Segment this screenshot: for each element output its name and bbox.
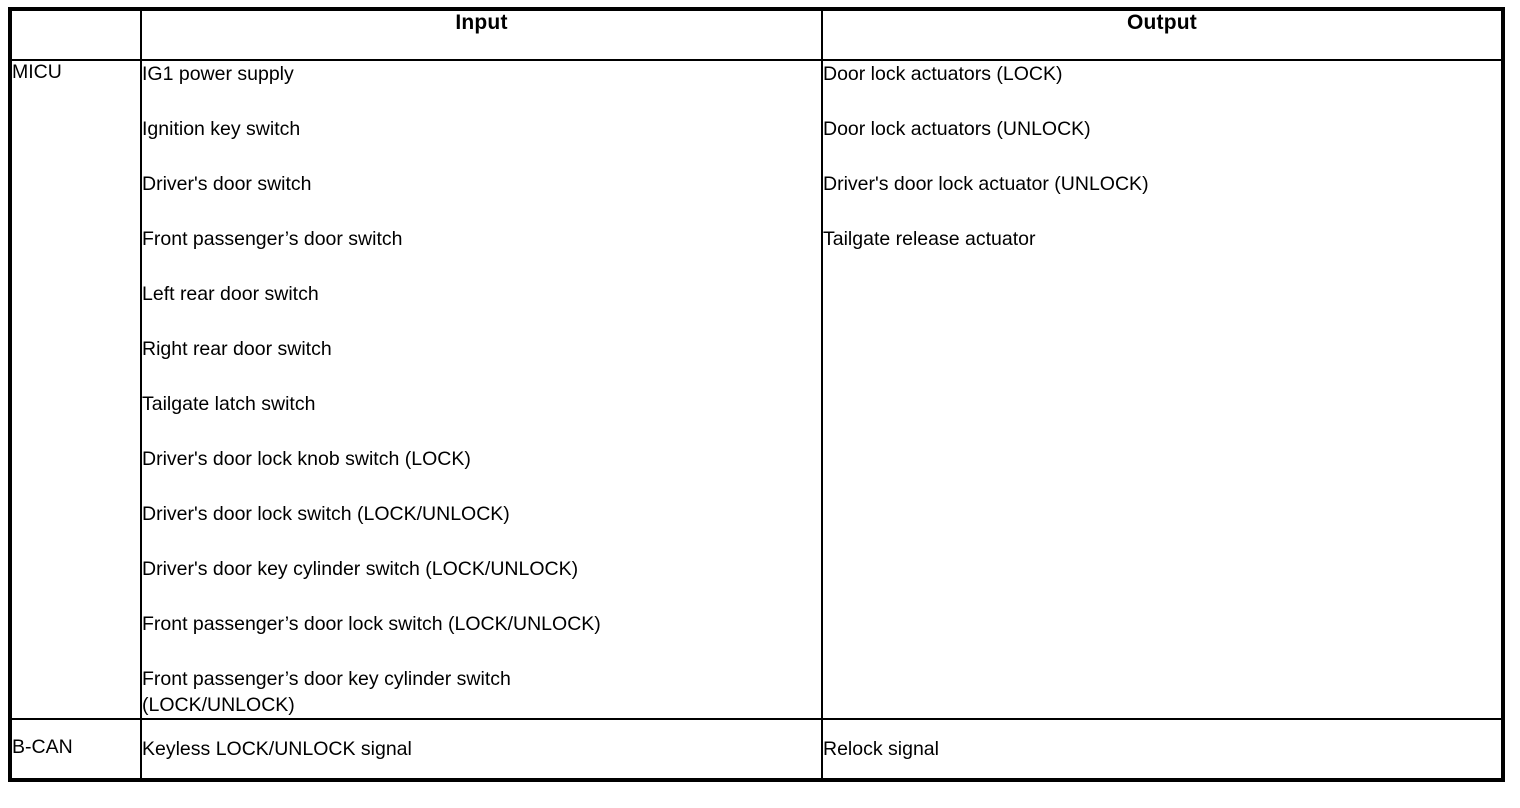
table-row: MICU IG1 power supply Ignition key switc… <box>10 59 1503 720</box>
list-item: Tailgate release actuator <box>823 228 1036 250</box>
table-row: B-CAN Keyless LOCK/UNLOCK signal Relock … <box>10 718 1503 780</box>
list-item: Door lock actuators (LOCK) <box>823 63 1063 85</box>
header-output: Output <box>821 9 1503 61</box>
list-item: Door lock actuators (UNLOCK) <box>823 118 1091 140</box>
input-cell-bcan: Keyless LOCK/UNLOCK signal <box>140 718 823 780</box>
list-item: Driver's door lock switch (LOCK/UNLOCK) <box>142 503 510 525</box>
list-item: Tailgate latch switch <box>142 393 316 415</box>
list-item: Driver's door lock knob switch (LOCK) <box>142 448 471 470</box>
list-item: Front passenger’s door lock switch (LOCK… <box>142 613 601 635</box>
module-label-micu: MICU <box>10 59 142 720</box>
output-list-micu: Door lock actuators (LOCK) Door lock act… <box>823 61 1501 252</box>
table-header-row: Input Output <box>10 9 1503 61</box>
list-item: IG1 power supply <box>142 63 294 85</box>
list-item: Driver's door lock actuator (UNLOCK) <box>823 173 1149 195</box>
input-list-micu: IG1 power supply Ignition key switch Dri… <box>142 61 821 718</box>
header-module-blank <box>10 9 142 61</box>
list-item: Keyless LOCK/UNLOCK signal <box>142 738 412 760</box>
list-item: Left rear door switch <box>142 283 319 305</box>
list-item: Driver's door switch <box>142 173 312 195</box>
list-item: Ignition key switch <box>142 118 301 140</box>
input-cell-micu: IG1 power supply Ignition key switch Dri… <box>140 59 823 720</box>
list-item: Front passenger’s door switch <box>142 228 403 250</box>
input-output-spec-table: Input Output MICU IG1 power supply Ignit… <box>8 7 1505 782</box>
output-list-bcan: Relock signal <box>823 736 1501 762</box>
list-item: Relock signal <box>823 738 939 760</box>
list-item: Front passenger’s door key cylinder swit… <box>142 668 511 716</box>
output-cell-micu: Door lock actuators (LOCK) Door lock act… <box>821 59 1503 720</box>
header-input: Input <box>140 9 823 61</box>
output-cell-bcan: Relock signal <box>821 718 1503 780</box>
input-list-bcan: Keyless LOCK/UNLOCK signal <box>142 736 821 762</box>
list-item: Driver's door key cylinder switch (LOCK/… <box>142 558 579 580</box>
list-item: Right rear door switch <box>142 338 332 360</box>
module-label-bcan: B-CAN <box>10 718 142 780</box>
